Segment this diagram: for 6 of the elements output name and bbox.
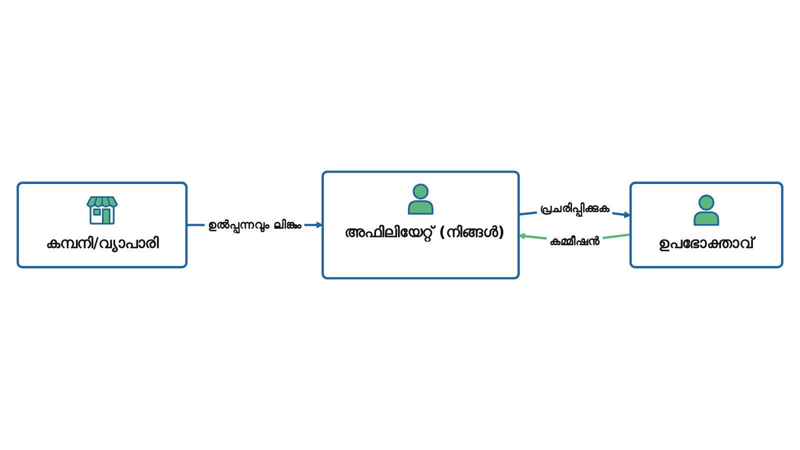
node-box: ഉപഭോക്താവ്	[629, 182, 784, 268]
edge-label: പ്രചരിപ്പിക്കുക	[540, 201, 610, 216]
edge-label: കമ്മീഷൻ	[550, 234, 600, 248]
node-box: അഫിലിയേറ്റ് (നിങ്ങൾ)	[322, 170, 520, 280]
edge-label: ഉൽപ്പന്നവും ലിങ്കും	[208, 218, 302, 232]
node-box: കമ്പനി/വ്യാപാരി	[16, 182, 188, 268]
